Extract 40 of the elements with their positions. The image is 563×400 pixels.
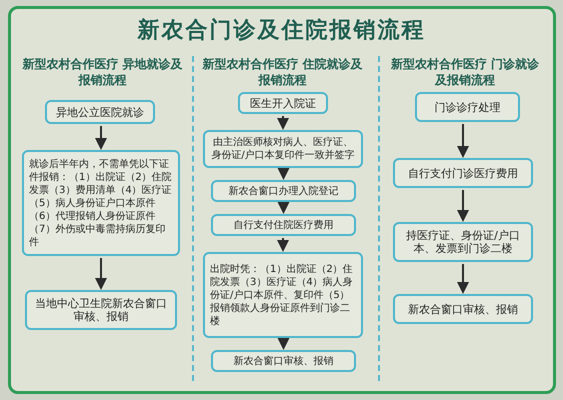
box-text: 自行支付住院医疗费用 [234, 218, 334, 232]
process-box [22, 150, 180, 256]
box-text: 医生开入院证 [250, 96, 316, 110]
box-text: 由主治医师核对病人、医疗证、身份证/户口本复印件一致并签字 [210, 136, 356, 162]
box-text: 新农合窗口审核、报销 [408, 302, 518, 316]
box-text: 新农合窗口审核、报销 [234, 354, 334, 368]
process-box [415, 92, 520, 122]
arrow [95, 126, 107, 150]
box-text: 出院时凭：（1）出院证（2）住院发票（3）医疗证（4）病人身份证/户口本原件、复印件（5）报销领款人身份证原件到门诊二楼 [210, 262, 354, 328]
box-text: 自行支付门诊医疗费用 [408, 166, 518, 180]
process-box [25, 290, 177, 330]
process-box [393, 158, 533, 188]
column-heading: 新型农村合作医疗 异地就诊及报销流程 [21, 56, 184, 88]
box-text: 门诊诊疗处理 [434, 100, 500, 114]
process-box [203, 252, 363, 338]
arrow [278, 202, 290, 214]
process-box [211, 214, 356, 236]
column-heading: 新型农村合作医疗 住院就诊及报销流程 [201, 56, 364, 88]
box-text: 持医疗证、身份证/户口本、发票到门诊二楼 [405, 229, 521, 255]
arrow [278, 338, 290, 350]
process-box [238, 92, 328, 114]
arrow [277, 238, 289, 252]
process-box [211, 350, 356, 372]
process-box [393, 222, 533, 262]
arrow [95, 258, 107, 290]
process-box [203, 130, 363, 168]
box-text: 就诊后半年内，不需单凭以下证件报销：（1）出院证（2）住院发票（3）费用清单（4）医疗证（5）病人身份证户口本原件（6）代理报销人身份证原件（7）外伤或中毒需持病历复印件 [29, 158, 173, 248]
arrow [457, 190, 469, 222]
box-text: 新农合窗口办理入院登记 [228, 184, 338, 198]
arrow [457, 124, 469, 158]
process-box [45, 100, 155, 124]
arrow [278, 168, 290, 180]
title: 新农合门诊及住院报销流程 [136, 16, 426, 45]
column-heading: 新型农村合作医疗 门诊就诊及报销流程 [390, 56, 540, 88]
box-text: 异地公立医院就诊 [56, 106, 144, 118]
process-box [211, 180, 356, 202]
arrow [457, 264, 469, 294]
arrow [277, 116, 289, 130]
box-text: 当地中心卫生院新农合窗口审核、报销 [34, 297, 168, 323]
process-box [393, 294, 533, 324]
